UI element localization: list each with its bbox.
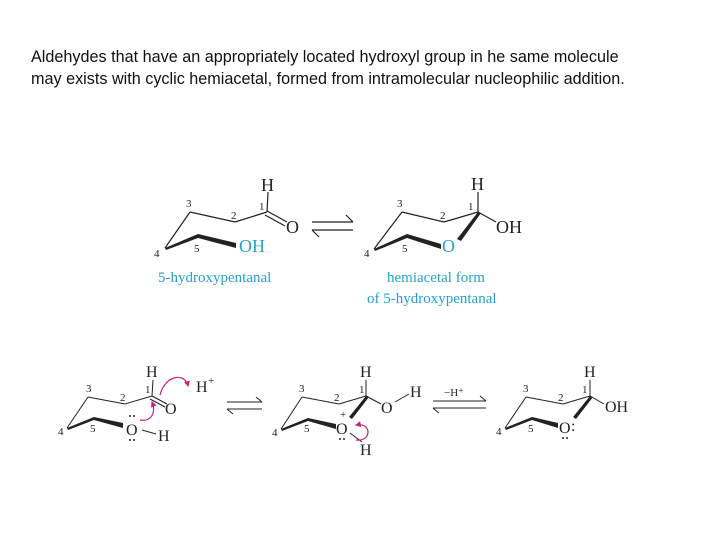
locant-5: 5 bbox=[304, 423, 310, 435]
atom-proton: H bbox=[196, 379, 208, 396]
locant-3: 3 bbox=[186, 198, 192, 210]
atom-h: H bbox=[261, 175, 274, 195]
atom-oh: OH bbox=[605, 399, 629, 416]
locant-4: 4 bbox=[58, 426, 64, 438]
locant-2: 2 bbox=[440, 210, 446, 222]
deprotonation-arrow-icon: −H⁺ bbox=[432, 387, 487, 414]
atom-o: O bbox=[286, 217, 299, 237]
atom-oh: OH bbox=[239, 236, 265, 256]
atom-oh-h: H bbox=[410, 384, 422, 401]
locant-1: 1 bbox=[359, 384, 365, 396]
locant-5: 5 bbox=[402, 243, 408, 255]
locant-2: 2 bbox=[558, 392, 564, 404]
atom-h: H bbox=[471, 174, 484, 194]
atom-ring-o: O bbox=[559, 420, 571, 437]
atom-ring-o-h: H bbox=[360, 442, 372, 459]
locant-1: 1 bbox=[259, 201, 265, 213]
locant-3: 3 bbox=[397, 198, 403, 210]
curved-arrow-icon bbox=[139, 400, 157, 421]
mechanism-step-1-structure: H O O H H + 1 2 3 4 5 bbox=[58, 364, 214, 445]
atom-h: H bbox=[584, 364, 596, 381]
locant-2: 2 bbox=[231, 210, 237, 222]
locant-5: 5 bbox=[90, 423, 96, 435]
locant-1: 1 bbox=[468, 201, 474, 213]
locant-3: 3 bbox=[299, 383, 305, 395]
atom-hydroxyl-o: O bbox=[126, 422, 138, 439]
curved-arrow-icon bbox=[354, 421, 369, 441]
locant-4: 4 bbox=[272, 427, 278, 439]
equilibrium-arrow-icon bbox=[226, 396, 263, 415]
locant-5: 5 bbox=[194, 243, 200, 255]
proton-charge: + bbox=[208, 375, 214, 387]
oxonium-charge: + bbox=[340, 409, 346, 421]
locant-2: 2 bbox=[120, 392, 126, 404]
atom-h: H bbox=[360, 364, 372, 381]
atom-o: O bbox=[165, 401, 177, 418]
caption-hemiacetal-line1: hemiacetal form bbox=[387, 270, 485, 286]
intro-paragraph: Aldehydes that have an appropriately loc… bbox=[31, 48, 625, 88]
locant-4: 4 bbox=[364, 248, 370, 260]
atom-oh: OH bbox=[496, 217, 522, 237]
atom-ring-o: O bbox=[442, 236, 455, 256]
minus-proton-label: −H⁺ bbox=[444, 387, 464, 399]
atom-hydroxyl-h: H bbox=[158, 428, 170, 445]
lone-pair: : bbox=[571, 418, 575, 435]
hemiacetal-structure: H OH O 1 2 3 4 5 hemiacetal form of 5-hy… bbox=[364, 174, 522, 307]
caption-5-hydroxypentanal: 5-hydroxypentanal bbox=[158, 270, 271, 286]
locant-1: 1 bbox=[582, 384, 588, 396]
atom-o: O bbox=[381, 400, 393, 417]
locant-2: 2 bbox=[334, 392, 340, 404]
locant-5: 5 bbox=[528, 423, 534, 435]
curved-arrow-icon bbox=[159, 376, 190, 396]
mechanism-step-2-structure: H O H O H + 1 2 3 4 5 bbox=[272, 364, 422, 459]
locant-3: 3 bbox=[523, 383, 529, 395]
caption-hemiacetal-line2: of 5-hydroxypentanal bbox=[367, 291, 497, 307]
locant-4: 4 bbox=[154, 248, 160, 260]
locant-3: 3 bbox=[86, 383, 92, 395]
mechanism-step-3-structure: H OH O : 1 2 3 4 5 bbox=[496, 364, 629, 439]
open-chain-aldehyde-structure: H O OH 1 2 3 4 5 5-hydroxypentanal bbox=[154, 175, 299, 286]
locant-1: 1 bbox=[145, 384, 151, 396]
atom-ring-o: O bbox=[336, 421, 348, 438]
locant-4: 4 bbox=[496, 426, 502, 438]
atom-h: H bbox=[146, 364, 158, 381]
equilibrium-arrow-icon bbox=[311, 214, 354, 238]
